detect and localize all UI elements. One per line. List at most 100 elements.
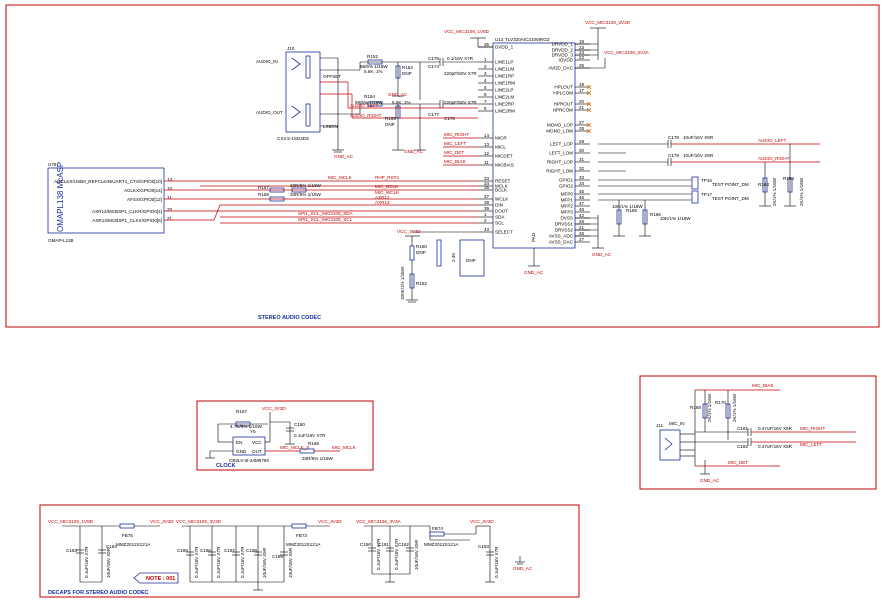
decap-value: 0.1uF/16V X7R bbox=[376, 538, 381, 570]
gnd-label: GND_AC bbox=[524, 270, 544, 275]
u12-pin-num: 34 bbox=[579, 181, 585, 186]
c181-ref: C181 bbox=[737, 426, 748, 431]
clock-section-frame bbox=[196, 400, 374, 471]
r170-value: 2K/1% 1/16W bbox=[732, 393, 737, 422]
gnd-label: GND_AC bbox=[404, 149, 424, 154]
net-mic-bclk: MIC_BCLK bbox=[375, 184, 399, 189]
r167-value: 4.7K/5% 1/16W bbox=[230, 424, 263, 429]
fb73-ref: FB73 bbox=[296, 533, 307, 538]
u78-omap-mcasp: U78 OMAP-L138 OMAPL138 McASP AHCLKX/USB0… bbox=[47, 162, 173, 243]
r153-ref: R153 bbox=[402, 65, 413, 70]
r167-ref: R167 bbox=[236, 409, 247, 414]
c175-value: 0.1/16V X7R bbox=[447, 56, 474, 61]
u12-pin-name: DRVDD_2 bbox=[552, 48, 574, 53]
u12-pin-num: 42 bbox=[579, 213, 585, 218]
net-mic-bias: MIC_BIAS bbox=[752, 383, 773, 388]
u12-pin-name: DRVSS1 bbox=[555, 222, 574, 227]
net-audio-left-out: AUDIO_LEFT bbox=[758, 138, 787, 143]
u12-pin-name: RIGHT_LOM bbox=[546, 169, 573, 174]
u12-pin-num: 29 bbox=[579, 139, 585, 144]
u12-pin-num: 14 bbox=[484, 133, 490, 138]
net-mic-right: MIC_RIGHT bbox=[444, 132, 469, 137]
line-out-wires bbox=[575, 140, 820, 249]
u12-pin-name: HPRCOM bbox=[553, 108, 574, 113]
decap-value: 0.1uF/16V X7R bbox=[394, 538, 399, 570]
gnd-label: GND_AC bbox=[513, 566, 533, 571]
net-mic-wclk: MIC_WCLK bbox=[375, 190, 400, 195]
decap-value: 10uF/16V X5R bbox=[288, 547, 293, 578]
u12-pin-num: 28 bbox=[579, 126, 585, 131]
r154-value: 68/5% 1/16W bbox=[355, 100, 383, 105]
r169-ref: R169 bbox=[690, 405, 701, 410]
u12-pin-name: LINE2RP bbox=[495, 102, 514, 107]
r165-value: 10K/1% 1/16W bbox=[612, 204, 643, 209]
u12-part: TLV320AIC3106IRGZ bbox=[505, 37, 550, 42]
r155-value: DNP bbox=[385, 122, 395, 127]
r166-ref: R166 bbox=[650, 212, 661, 217]
c174-ref: C174 bbox=[428, 64, 439, 69]
net-axr13: AXR13 bbox=[375, 200, 390, 205]
c182-ref: C182 bbox=[737, 444, 748, 449]
j10-line-label: LINEIN bbox=[323, 124, 338, 129]
r165-ref: R165 bbox=[626, 208, 637, 213]
u12-pin-num: 24 bbox=[579, 50, 585, 55]
u78-pin-num: 13 bbox=[167, 177, 173, 182]
u12-pin-name: IOVDD bbox=[558, 58, 573, 63]
no-connect-mark bbox=[586, 84, 592, 90]
fb74-ref: FB74 bbox=[432, 526, 443, 531]
u12-pin-num: 5 bbox=[484, 85, 487, 90]
fb75-ref: FB75 bbox=[122, 533, 133, 538]
u12-pin-num: 4 bbox=[484, 78, 487, 83]
u12-pin-name: HPROUT bbox=[554, 102, 574, 107]
u78-pin-num: 11 bbox=[167, 195, 172, 200]
clock-pin-out: OUT bbox=[252, 449, 262, 454]
u12-pin-num: 3 bbox=[484, 71, 487, 76]
c178-ref: C178 bbox=[668, 135, 679, 140]
u78-pin-num: 20 bbox=[167, 207, 173, 212]
u12-pin-num: 17 bbox=[579, 88, 585, 93]
tp16-label: TEST POINT_DM bbox=[712, 182, 749, 187]
u12-pin-num: 12 bbox=[484, 151, 490, 156]
r157-ref: R157 bbox=[258, 185, 269, 190]
clock-pin-gnd: GND bbox=[236, 449, 247, 454]
u12-pin-num: 21 bbox=[579, 105, 585, 110]
u12-pin-name: LINE2RM bbox=[495, 109, 515, 114]
codec-section-frame bbox=[5, 4, 880, 328]
u12-pin-name: MFP2 bbox=[561, 204, 574, 209]
rnet-value: 33R/5% 1/16W bbox=[290, 183, 322, 188]
j10-tag-a: AUDIO_IN bbox=[256, 59, 278, 64]
u12-pin-name: LINE1RP bbox=[495, 74, 514, 79]
net-vcc-3v3d: VCC_3V3D bbox=[150, 519, 174, 524]
net-audio-right-in: AUDIO_RIGHT bbox=[350, 113, 382, 118]
fb73-value: MMZ2012S121A bbox=[286, 542, 321, 547]
net-mic-mclk: MIC_MCLK bbox=[332, 445, 357, 450]
u12-pin-num: 1 bbox=[484, 212, 487, 217]
u12-pin-name: MFP0 bbox=[561, 192, 574, 197]
fb75-value: MMZ2012S121A bbox=[116, 542, 151, 547]
u78-pin-name: AXR12/MCBSP1_CLKR/GPIO0[4] bbox=[92, 209, 162, 214]
j10-wires bbox=[320, 57, 478, 153]
u78-part: OMAP-L138 bbox=[48, 238, 74, 243]
decap-value: 0.1uF/16V X7R bbox=[240, 546, 245, 578]
c176-value: 220pF/50V X7R bbox=[444, 71, 477, 76]
net-scl: SPI1_SCL_MIC3106_SCL bbox=[298, 217, 353, 222]
r160-ref: R160 bbox=[416, 244, 427, 249]
u12-pin-name: SDA bbox=[495, 215, 505, 220]
u12-pin-num: 33 bbox=[579, 175, 585, 180]
c180-ref: C180 bbox=[294, 422, 305, 427]
u12-pin-num: 31 bbox=[579, 157, 585, 162]
r163-value: 2K/1% 1/16W bbox=[772, 177, 777, 206]
u12-pin-name: GPIO1 bbox=[559, 178, 573, 183]
